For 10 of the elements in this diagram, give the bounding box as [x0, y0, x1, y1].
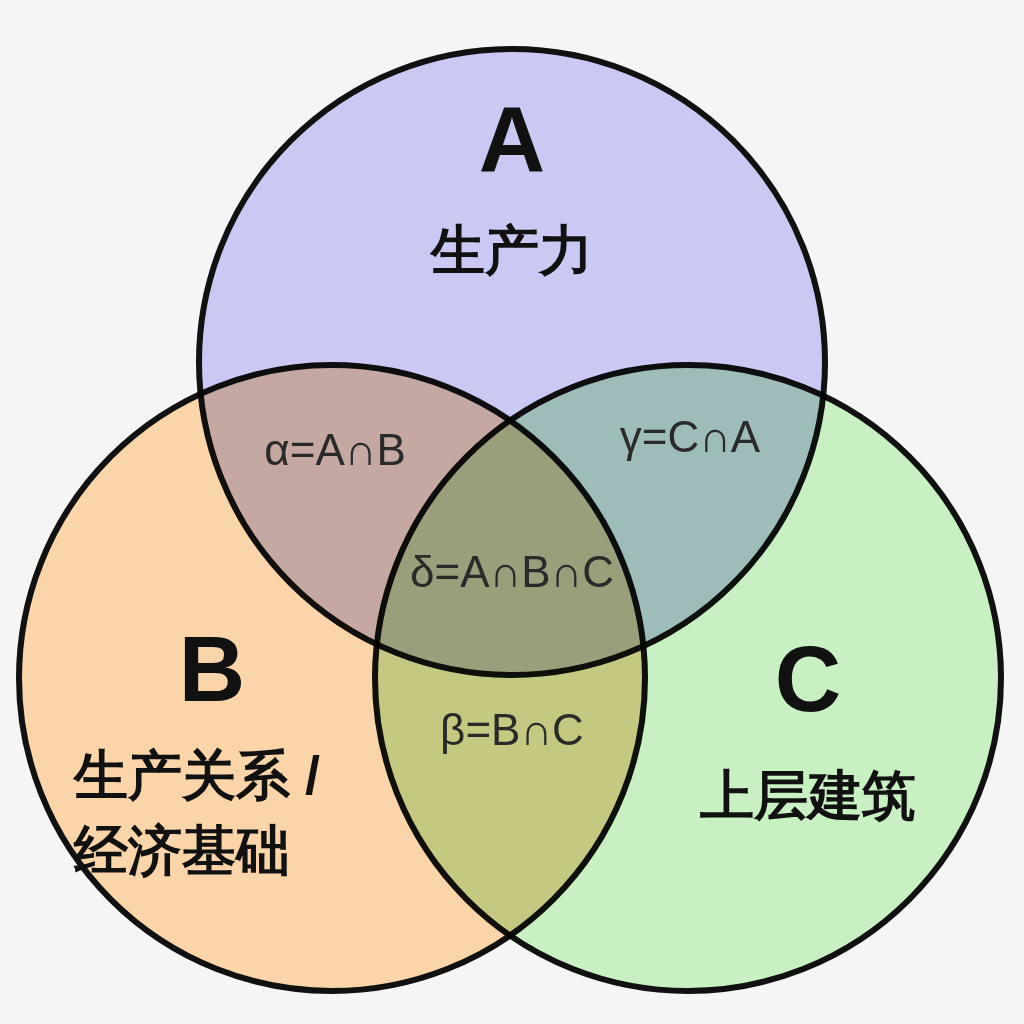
set-label: 上层建筑 [700, 763, 916, 827]
intersection-formula: γ=C∩A [619, 412, 761, 462]
intersection-formula: β=B∩C [440, 705, 584, 755]
set-letter: B [178, 617, 246, 723]
set-label: 生产关系 /经济基础 [74, 744, 321, 882]
intersection-formula: δ=A∩B∩C [410, 547, 614, 597]
set-label: 生产力 [431, 218, 593, 282]
intersection-formula: α=A∩B [264, 425, 406, 475]
set-letter: C [774, 627, 842, 733]
set-letter: A [478, 87, 546, 193]
